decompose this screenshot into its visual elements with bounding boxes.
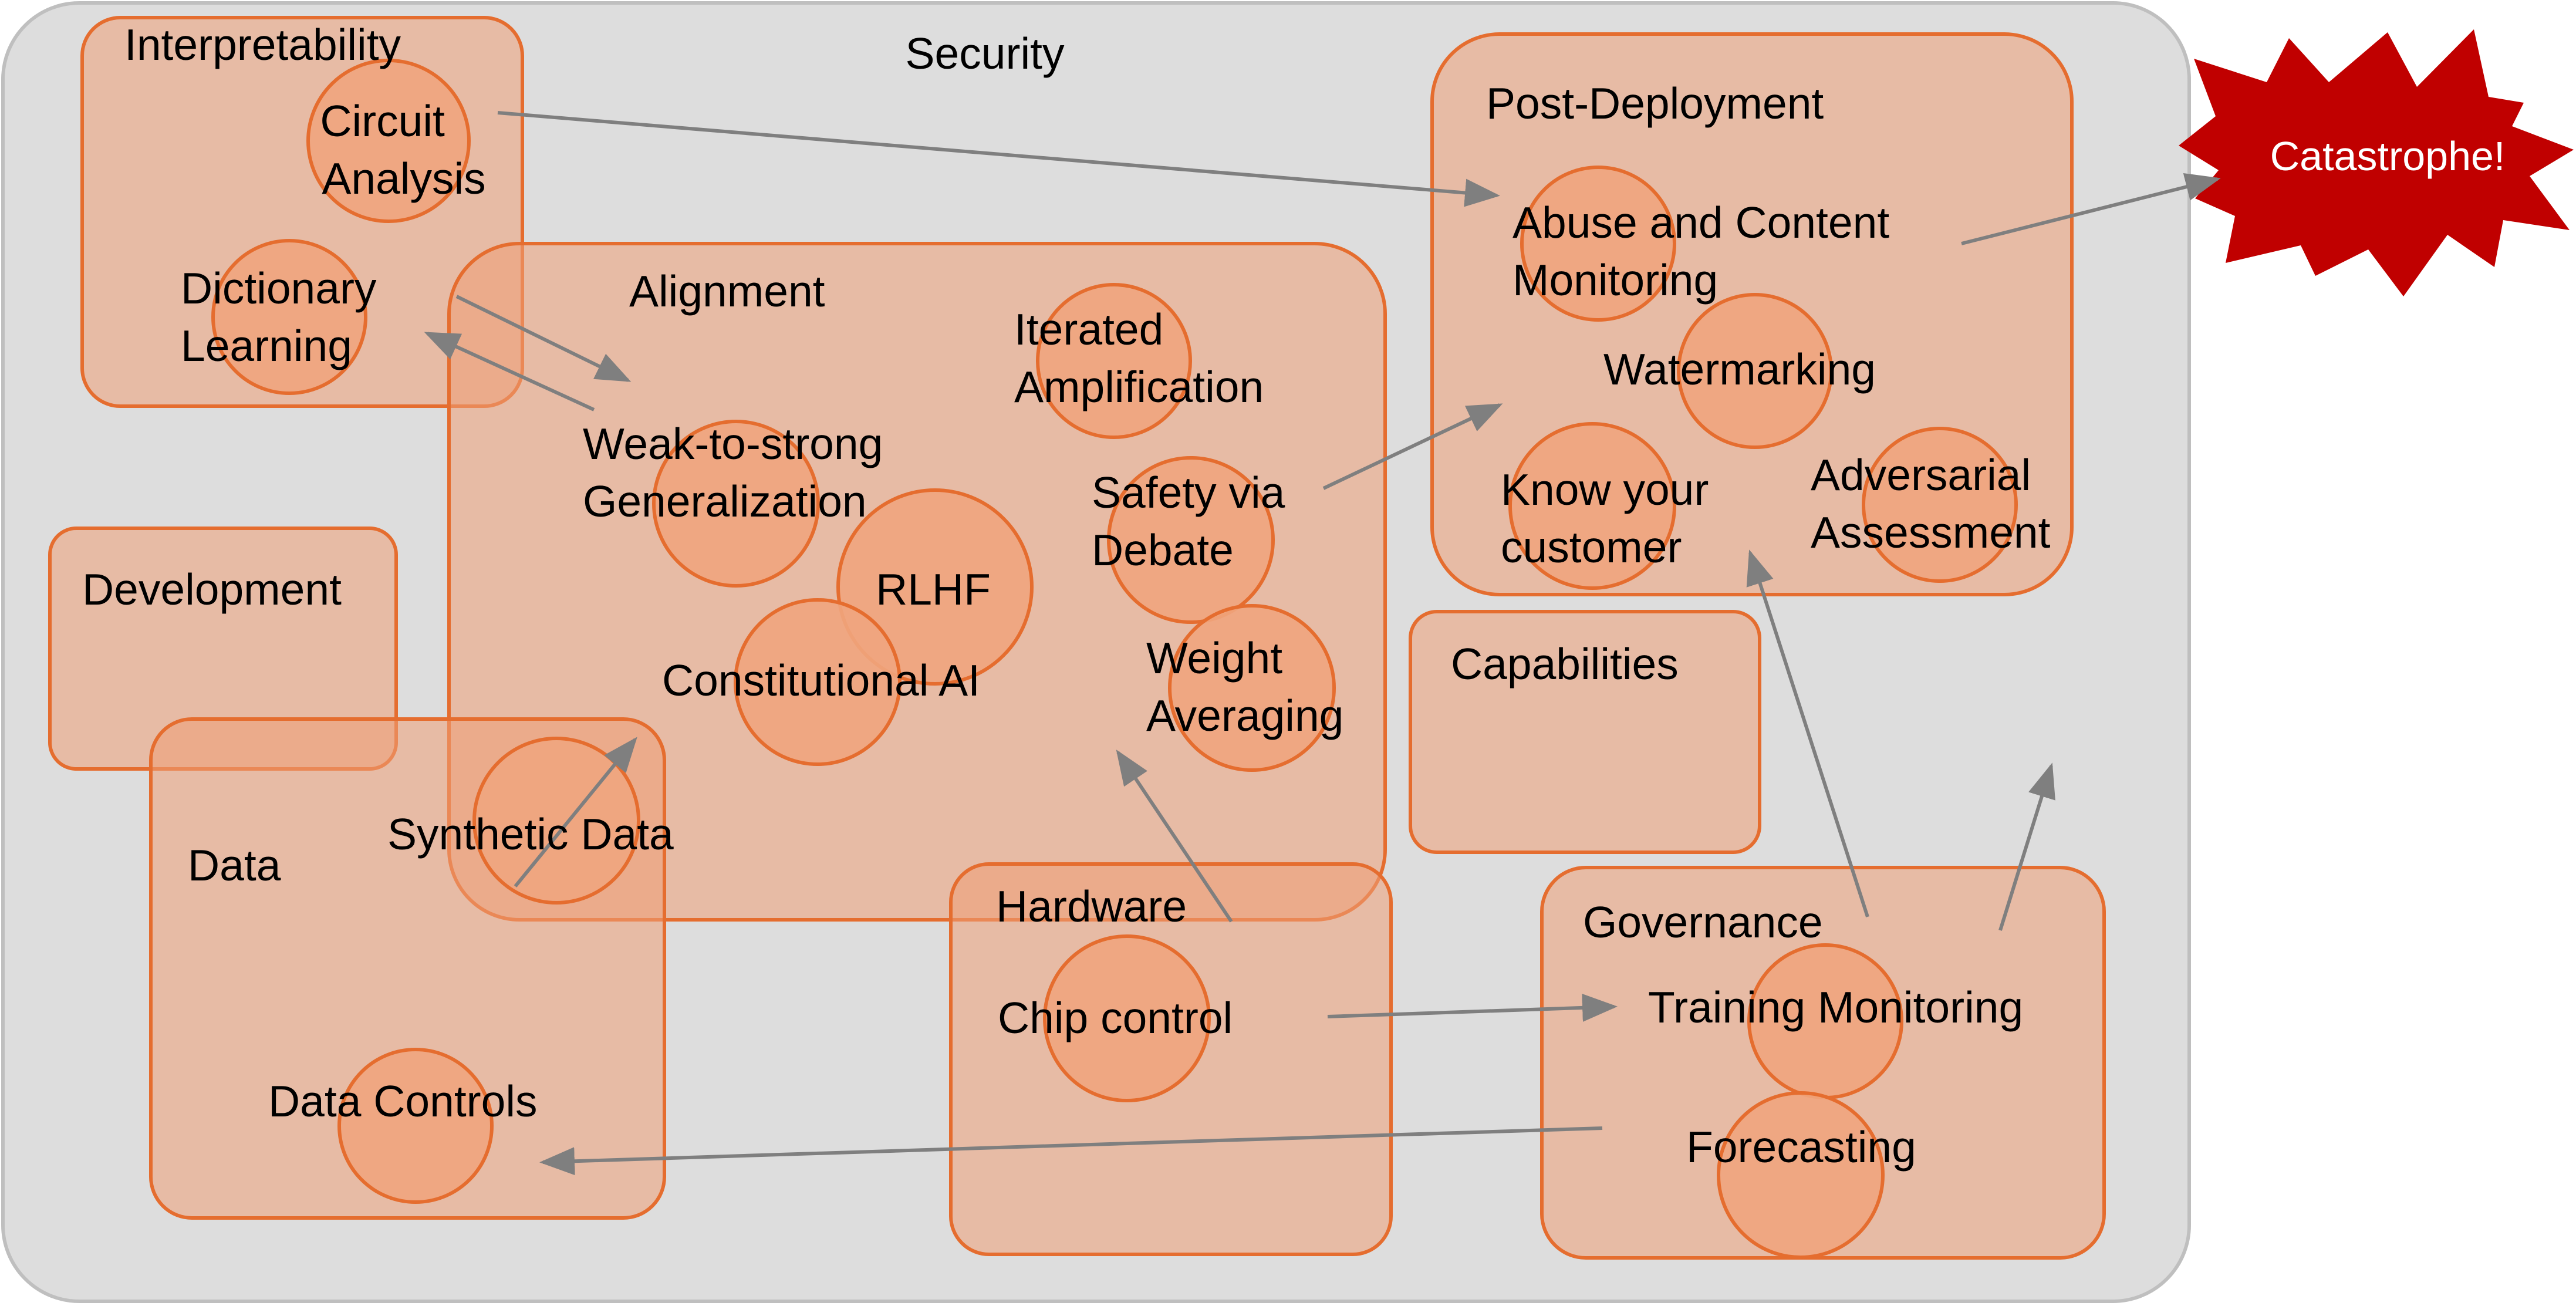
safety-via-debate-line2: Debate bbox=[1092, 525, 1234, 575]
adversarial-assessment-circle bbox=[1862, 427, 2018, 583]
arrow-abuse-to-catastrophe bbox=[1961, 173, 2221, 245]
forecasting-circle bbox=[1717, 1091, 1885, 1259]
post-deployment-label: Post-Deployment bbox=[1486, 79, 1824, 128]
watermarking-circle bbox=[1677, 293, 1833, 449]
hardware-label: Hardware bbox=[996, 882, 1187, 931]
constitutional-ai-circle bbox=[734, 598, 902, 766]
circuit-analysis-label: Circuit Analysis bbox=[320, 96, 485, 203]
arrow-debate-to-postdeploy bbox=[1322, 403, 1503, 490]
arrow-governance-up bbox=[1998, 762, 2055, 931]
weak-to-strong-line1: Weak-to-strong bbox=[583, 419, 883, 468]
arrow-forecasting-to-data-controls bbox=[539, 1126, 1603, 1176]
rlhf-label: RLHF bbox=[876, 565, 991, 614]
iterated-amplification-line2: Amplification bbox=[1014, 362, 1264, 411]
interpretability-label: Interpretability bbox=[124, 20, 401, 69]
arrow-weak-to-dictionary bbox=[424, 332, 595, 411]
chip-control-circle bbox=[1043, 934, 1211, 1102]
arrow-dictionary-to-weak bbox=[455, 295, 632, 382]
catastrophe-label: Catastrophe! bbox=[2270, 133, 2506, 179]
constitutional-ai-label: Constitutional AI bbox=[662, 656, 980, 705]
alignment-label: Alignment bbox=[629, 266, 825, 316]
data-controls-label: Data Controls bbox=[268, 1076, 538, 1126]
safety-via-debate-circle bbox=[1107, 456, 1275, 624]
arrow-circuit-to-abuse bbox=[497, 111, 1500, 207]
know-your-customer-line1: Know your bbox=[1501, 465, 1709, 514]
forecasting-label: Forecasting bbox=[1686, 1122, 1916, 1172]
catastrophe-burst bbox=[2179, 29, 2574, 296]
weak-to-strong-line2: Generalization bbox=[583, 477, 867, 526]
capabilities-label: Capabilities bbox=[1451, 639, 1679, 689]
arrow-synthetic-up bbox=[514, 737, 637, 887]
safety-via-debate-label: Safety via Debate bbox=[1092, 468, 1297, 575]
dictionary-learning-line1: Dictionary bbox=[181, 264, 377, 313]
arrow-chip-to-training bbox=[1327, 993, 1618, 1022]
watermarking-label: Watermarking bbox=[1603, 345, 1876, 394]
capabilities-group bbox=[1409, 610, 1761, 854]
weak-to-strong-circle bbox=[652, 420, 820, 588]
know-your-customer-label: Know your customer bbox=[1501, 465, 1721, 572]
safety-via-debate-line1: Safety via bbox=[1092, 468, 1285, 517]
training-monitoring-label: Training Monitoring bbox=[1648, 983, 2023, 1032]
data-label: Data bbox=[188, 841, 281, 890]
circuit-analysis-line1: Circuit bbox=[320, 96, 445, 146]
adversarial-assessment-line1: Adversarial bbox=[1811, 450, 2031, 500]
abuse-monitoring-line2: Monitoring bbox=[1512, 255, 1718, 305]
governance-label: Governance bbox=[1583, 897, 1823, 947]
development-label: Development bbox=[82, 565, 342, 614]
dictionary-learning-circle bbox=[211, 239, 367, 395]
data-controls-circle bbox=[337, 1048, 494, 1204]
abuse-monitoring-circle bbox=[1520, 166, 1676, 322]
iterated-amplification-line1: Iterated bbox=[1014, 305, 1163, 354]
weight-averaging-circle bbox=[1168, 604, 1336, 772]
weight-averaging-line2: Averaging bbox=[1146, 691, 1343, 740]
adversarial-assessment-line2: Assessment bbox=[1811, 508, 2051, 557]
circuit-analysis-circle bbox=[306, 59, 471, 223]
dictionary-learning-line2: Learning bbox=[181, 321, 352, 370]
arrow-hardware-to-alignment bbox=[1116, 750, 1233, 923]
circuit-analysis-line2: Analysis bbox=[322, 154, 485, 203]
arrow-governance-to-postdeploy bbox=[1746, 549, 1869, 917]
abuse-monitoring-line1: Abuse and Content bbox=[1512, 198, 1889, 247]
weak-to-strong-label: Weak-to-strong Generalization bbox=[583, 419, 895, 526]
iterated-amplification-circle bbox=[1036, 283, 1192, 439]
know-your-customer-line2: customer bbox=[1501, 522, 1682, 572]
synthetic-data-circle bbox=[472, 737, 640, 905]
iterated-amplification-label: Iterated Amplification bbox=[1014, 305, 1264, 411]
chip-control-label: Chip control bbox=[998, 993, 1233, 1042]
adversarial-assessment-label: Adversarial Assessment bbox=[1811, 450, 2051, 557]
weight-averaging-line1: Weight bbox=[1146, 633, 1282, 683]
know-your-customer-circle bbox=[1508, 422, 1676, 590]
dictionary-learning-label: Dictionary Learning bbox=[181, 264, 389, 370]
abuse-monitoring-label: Abuse and Content Monitoring bbox=[1512, 198, 1902, 305]
weight-averaging-label: Weight Averaging bbox=[1146, 633, 1343, 740]
synthetic-data-label: Synthetic Data bbox=[387, 809, 674, 859]
security-label: Security bbox=[906, 29, 1065, 78]
